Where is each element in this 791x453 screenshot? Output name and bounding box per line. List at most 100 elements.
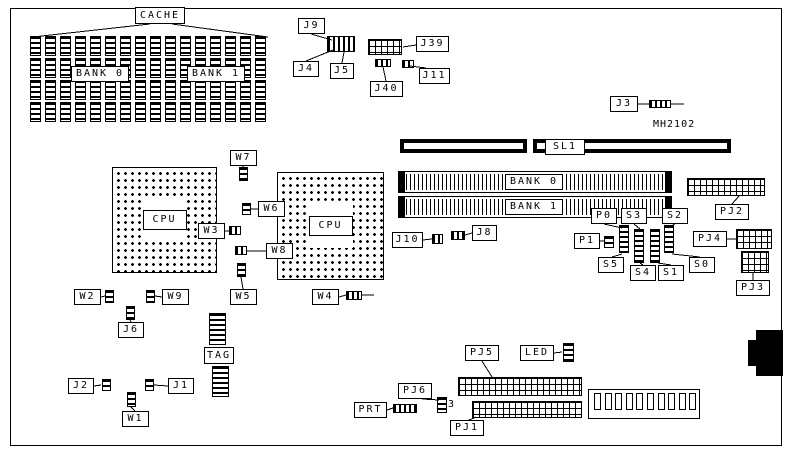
label-pj4: PJ4 — [693, 231, 727, 247]
power-connector-tab — [748, 340, 757, 366]
cache-chip — [75, 80, 86, 100]
jumper-w4 — [346, 291, 362, 300]
label-j2: J2 — [68, 378, 94, 394]
jumper-j11 — [402, 60, 414, 68]
jumper-w8 — [235, 246, 247, 255]
cache-chip — [240, 36, 251, 56]
label-j8: J8 — [472, 225, 497, 241]
label-s3: S3 — [621, 208, 647, 224]
cache-chip — [105, 102, 116, 122]
label-j39: J39 — [416, 36, 449, 52]
cache-chip — [150, 58, 161, 78]
cpu-socket-right: CPU — [277, 172, 384, 280]
jumper-w5 — [237, 263, 246, 277]
cache-chip — [135, 58, 146, 78]
cache-chip — [75, 102, 86, 122]
label-j10: J10 — [392, 232, 423, 248]
connector-j9-j4-j5 — [327, 36, 355, 52]
cpu-socket-left: CPU — [112, 167, 217, 273]
label-j6: J6 — [118, 322, 144, 338]
jumper-j2 — [102, 379, 111, 391]
label-w4: W4 — [312, 289, 339, 305]
cache-chip — [255, 80, 266, 100]
switch-bank-b — [634, 229, 644, 263]
cache-chip — [225, 102, 236, 122]
label-w9: W9 — [162, 289, 189, 305]
cache-chip — [210, 102, 221, 122]
switch-bank-a — [619, 225, 629, 253]
io-connector-pin — [604, 393, 612, 410]
cache-chip — [165, 102, 176, 122]
cache-chip — [75, 36, 86, 56]
jumper-j1 — [145, 379, 154, 391]
cache-chip — [30, 102, 41, 122]
label-w6: W6 — [258, 201, 285, 217]
jumper-j8 — [451, 231, 465, 240]
cache-chip — [165, 58, 176, 78]
label-w7: W7 — [230, 150, 257, 166]
label-j9: J9 — [298, 18, 325, 34]
cache-chip — [105, 80, 116, 100]
label-cache-bank1: BANK 1 — [187, 66, 245, 82]
cache-chip — [90, 102, 101, 122]
label-s0: S0 — [689, 257, 715, 273]
jumper-j40 — [375, 59, 391, 67]
cache-chip — [255, 102, 266, 122]
label-s2: S2 — [662, 208, 688, 224]
jumper-j10 — [432, 234, 443, 244]
sl1-slot-a — [400, 139, 527, 153]
label-s4: S4 — [630, 265, 656, 281]
io-connector-pin — [668, 393, 676, 410]
cache-chip — [195, 102, 206, 122]
label-pj3: PJ3 — [736, 280, 770, 296]
label-w8: W8 — [266, 243, 293, 259]
io-connector-pin — [647, 393, 654, 410]
jumper-w6 — [242, 203, 251, 215]
io-connector-pin — [594, 393, 601, 410]
io-connector-pin — [615, 393, 623, 410]
cache-chip — [240, 102, 251, 122]
cache-chip — [180, 80, 191, 100]
switch-bank-d — [664, 225, 674, 253]
connector-pj4 — [736, 229, 772, 249]
cache-chip — [90, 80, 101, 100]
tag-chip-lower — [212, 366, 229, 397]
led-component — [563, 343, 574, 362]
connector-pj1 — [472, 401, 582, 418]
label-j3: J3 — [610, 96, 638, 112]
jumper-w3 — [229, 226, 241, 235]
label-pj5: PJ5 — [465, 345, 499, 361]
slot-end-clip — [399, 172, 405, 192]
jumper-j3 — [649, 100, 671, 108]
label-j4: J4 — [293, 61, 319, 77]
cache-chip — [60, 102, 71, 122]
label-pin3: 3 — [448, 399, 456, 410]
cache-chip — [195, 80, 206, 100]
label-mem-bank1: BANK 1 — [505, 199, 563, 215]
label-s1: S1 — [658, 265, 684, 281]
jumper-w7 — [239, 167, 248, 181]
cache-chip — [135, 80, 146, 100]
cache-chip — [240, 80, 251, 100]
cache-chip — [120, 102, 131, 122]
cpu-right-label: CPU — [308, 216, 353, 236]
tag-chip-upper — [209, 313, 226, 345]
label-prt: PRT — [354, 402, 387, 418]
cache-chip — [30, 80, 41, 100]
label-sl1: SL1 — [545, 139, 585, 155]
label-j11: J11 — [419, 68, 450, 84]
cache-chip — [120, 36, 131, 56]
cache-chip — [45, 58, 56, 78]
label-w1: W1 — [122, 411, 149, 427]
cache-chip — [60, 36, 71, 56]
cache-chip — [30, 58, 41, 78]
label-s5: S5 — [598, 257, 624, 273]
cache-chip — [165, 80, 176, 100]
slot-end-clip — [665, 197, 671, 217]
connector-pj3 — [741, 251, 769, 273]
cache-chip — [60, 58, 71, 78]
cache-chip — [45, 80, 56, 100]
jumper-w2 — [105, 290, 114, 303]
cache-chip — [150, 80, 161, 100]
io-connector-pin — [625, 393, 633, 410]
